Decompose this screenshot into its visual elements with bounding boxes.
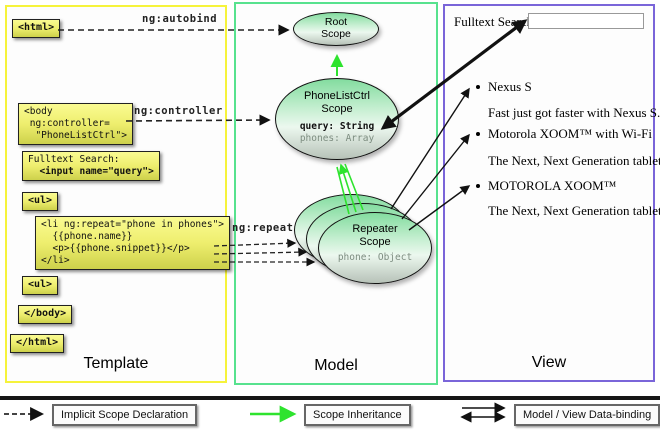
list-item-name: MOTOROLA XOOM™ [488,178,617,193]
bullet-icon [476,85,480,89]
list-item-name: Motorola XOOM™ with Wi-Fi [488,126,653,141]
code-line: </li> [41,254,70,266]
code-box-html-open: <html> [12,19,61,38]
code-box-fulltext-input: Fulltext Search: <input name="query"> [22,151,160,181]
model-column-title: Model [314,357,358,374]
scope-name: Root [324,16,348,28]
code-box-html-close: </html> [10,334,65,353]
code-line: </html> [16,337,59,348]
code-line: <ul> [28,195,53,206]
list-item-desc: The Next, Next Generation tablet. [488,153,660,168]
legend-separator [0,396,660,400]
scope-name: Repeater [352,223,398,235]
code-line: <input name="query"> [28,165,154,177]
scope-name: Scope [321,102,353,115]
scope-name: PhoneListCtrl [303,90,371,102]
legend-scope-inheritance: Scope Inheritance [304,404,411,426]
template-column-title: Template [83,355,149,372]
fulltext-search-input[interactable] [528,13,644,29]
code-line: <body [24,106,53,117]
ng-controller-label: ng:controller [134,105,223,117]
phonelistctrl-scope-ellipse: PhoneListCtrl Scope query: String phones… [275,78,399,160]
code-box-li-repeat: <li ng:repeat="phone in phones"> {{phone… [35,216,231,270]
code-line: <li ng:repeat="phone in phones"> [41,219,225,230]
legend-model-view-binding: Model / View Data-binding [514,404,660,426]
ng-autobind-label: ng:autobind [142,13,218,25]
scope-property: phone: Object [337,251,413,263]
code-box-ul-close: <ul> [22,276,59,295]
model-column: Model [234,2,438,385]
scope-name: Scope [359,235,391,248]
scope-name: Scope [321,28,351,41]
code-line: <html> [18,22,55,33]
code-line: {{phone.name}} [41,230,133,242]
code-box-body-open: <body ng:controller= "PhoneListCtrl"> [18,103,133,145]
code-line: ng:controller= [24,117,110,129]
code-line: <p>{{phone.snippet}}</p> [41,242,190,254]
code-box-ul-open: <ul> [22,192,59,211]
code-box-body-close: </body> [18,305,73,324]
bullet-icon [476,184,480,188]
legend-implicit-scope: Implicit Scope Declaration [52,404,198,426]
scope-property: query: String [299,120,375,132]
root-scope-ellipse: Root Scope [293,12,379,46]
list-item-desc: Fast just got faster with Nexus S. [488,105,660,120]
repeater-scope-ellipse: Repeater Scope phone: Object [318,212,432,284]
view-column-title: View [531,354,567,371]
list-item-name: Nexus S [488,79,532,94]
code-line: Fulltext Search: [28,154,120,165]
code-line: "PhoneListCtrl"> [24,129,127,141]
fulltext-search-label: Fulltext Search: [454,14,537,29]
ng-repeat-label: ng:repeat [232,222,294,234]
code-line: </body> [24,308,67,319]
scope-property: phones: Array [299,133,375,145]
code-line: <ul> [28,279,53,290]
list-item-desc: The Next, Next Generation tablet. [488,203,660,218]
bullet-icon [476,132,480,136]
